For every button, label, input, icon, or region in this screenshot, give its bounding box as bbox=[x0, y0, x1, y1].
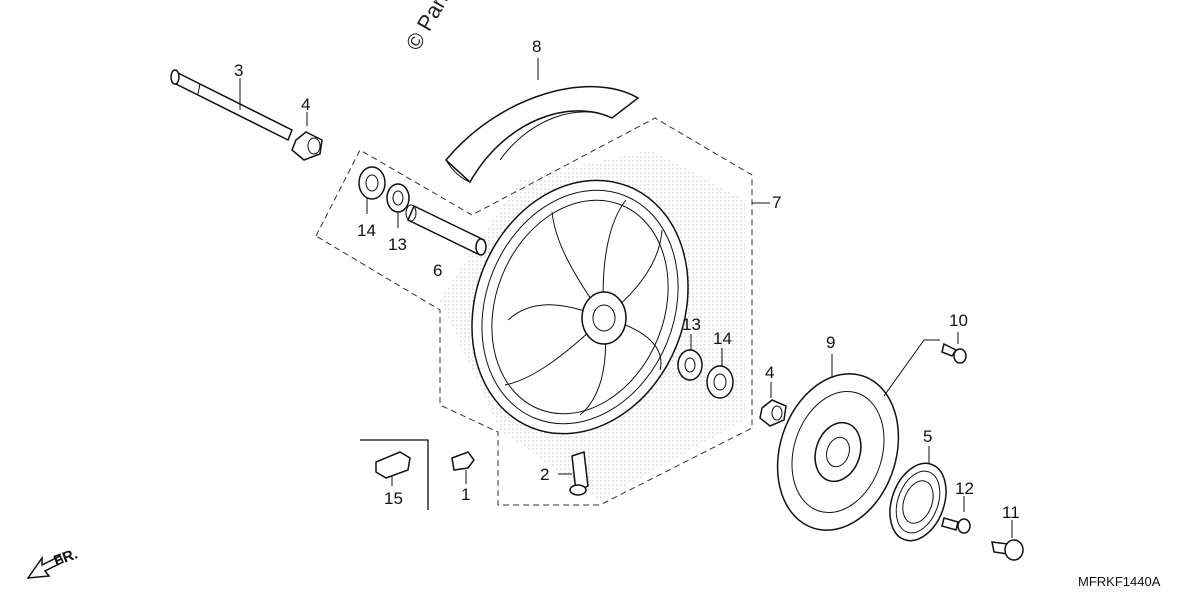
bearing-part-14-left[interactable] bbox=[358, 166, 386, 214]
diagram-code: MFRKF1440A bbox=[1078, 574, 1161, 589]
callout-4a[interactable]: 4 bbox=[301, 95, 310, 114]
callout-4b[interactable]: 4 bbox=[765, 363, 774, 382]
direction-indicator: FR. bbox=[26, 546, 81, 579]
callout-13a[interactable]: 13 bbox=[388, 235, 407, 254]
bolt-part-11[interactable] bbox=[991, 520, 1024, 561]
watermark: © Partzilla.com bbox=[401, 0, 497, 55]
clip-part-1[interactable] bbox=[451, 451, 475, 484]
tire-part-8[interactable] bbox=[444, 58, 640, 184]
seal-part-13-right[interactable] bbox=[677, 334, 703, 381]
assembly-outline bbox=[315, 117, 770, 506]
disc-part-9[interactable] bbox=[758, 339, 940, 546]
seal-part-13-left[interactable] bbox=[386, 183, 410, 228]
valve-part-2[interactable] bbox=[558, 450, 589, 496]
direction-label: FR. bbox=[52, 546, 81, 570]
callout-13b[interactable]: 13 bbox=[682, 315, 701, 334]
callout-7[interactable]: 7 bbox=[772, 193, 781, 212]
callout-14b[interactable]: 14 bbox=[713, 329, 732, 348]
callout-10[interactable]: 10 bbox=[949, 311, 968, 330]
bearing-part-14-right[interactable] bbox=[706, 348, 734, 399]
callout-1[interactable]: 1 bbox=[461, 485, 470, 504]
bolt-part-12[interactable] bbox=[941, 496, 971, 534]
bolt-part-10[interactable] bbox=[941, 332, 967, 364]
wheel-part-7[interactable] bbox=[435, 148, 745, 500]
bracket-part-15[interactable] bbox=[360, 439, 429, 510]
spacer-part-4-left[interactable] bbox=[291, 112, 323, 161]
callout-5[interactable]: 5 bbox=[923, 427, 932, 446]
callout-11[interactable]: 11 bbox=[1002, 503, 1020, 522]
spacer-part-4-right[interactable] bbox=[759, 382, 787, 427]
callout-9[interactable]: 9 bbox=[826, 333, 835, 352]
ring-part-5[interactable] bbox=[880, 446, 956, 548]
callout-2[interactable]: 2 bbox=[540, 465, 549, 484]
callout-12[interactable]: 12 bbox=[955, 479, 974, 498]
collar-part-6[interactable] bbox=[405, 204, 487, 256]
callout-6[interactable]: 6 bbox=[433, 261, 442, 280]
callout-14a[interactable]: 14 bbox=[357, 221, 376, 240]
arrow-front-icon bbox=[26, 554, 65, 579]
axle-part-3[interactable] bbox=[170, 69, 293, 142]
callout-15[interactable]: 15 bbox=[384, 489, 403, 508]
callout-3[interactable]: 3 bbox=[234, 61, 243, 80]
callout-8[interactable]: 8 bbox=[532, 37, 541, 56]
